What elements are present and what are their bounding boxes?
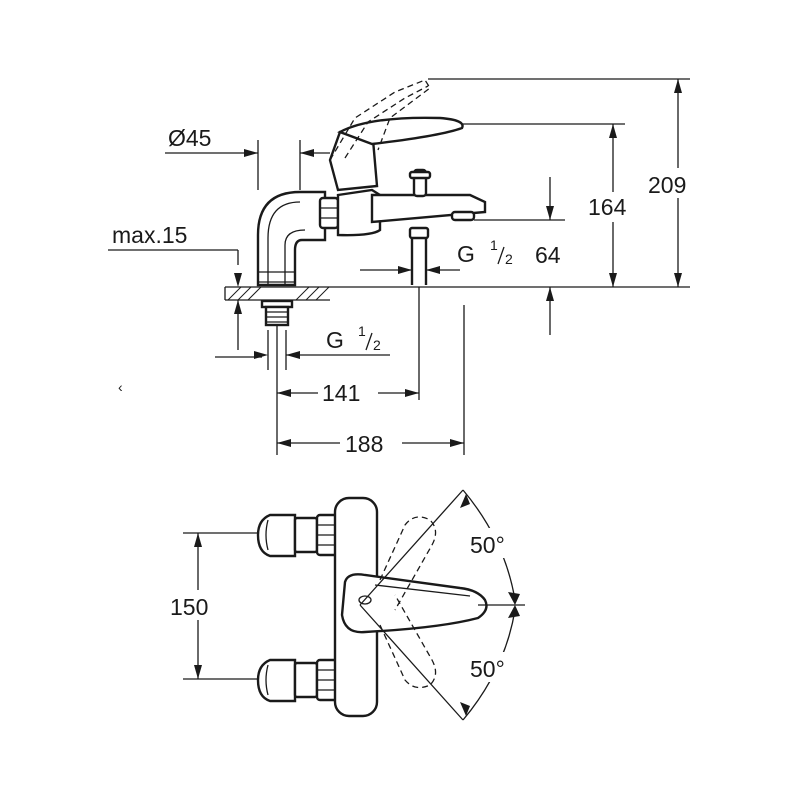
- supply-thread-den: 2: [373, 337, 381, 353]
- angle-construction: 50° 50°: [359, 489, 525, 721]
- stray-mark: ‹: [118, 379, 123, 395]
- connector-spacing-label: 150: [170, 594, 208, 620]
- outlet-pipe: [408, 226, 430, 285]
- outlet-thread-num: 1: [490, 237, 498, 253]
- lower-connector: [256, 658, 339, 703]
- outlet-thread-den: 2: [505, 251, 513, 267]
- outlet-thread-dimension: G 1 2: [360, 237, 513, 274]
- total-height-dimension: 209: [428, 78, 707, 287]
- riser-column: [256, 190, 327, 287]
- supply-thread-base: G: [326, 327, 344, 353]
- spout-height-dimension: 64: [474, 177, 565, 335]
- mixer-body: [328, 116, 487, 237]
- angle-upper-label: 50°: [470, 532, 505, 558]
- threaded-connector: [260, 299, 294, 327]
- side-view: Ø45 max.15 G 1 2: [108, 78, 707, 457]
- spout-height-label: 64: [535, 242, 561, 268]
- deck-surface: [224, 286, 690, 301]
- max-thickness-label: max.15: [112, 222, 187, 248]
- total-height-label: 209: [648, 172, 686, 198]
- supply-thread-num: 1: [358, 323, 366, 339]
- connector-spacing-dimension: 150: [170, 532, 258, 680]
- upper-connector: [256, 513, 339, 558]
- top-view: 50° 50° 150: [170, 489, 525, 721]
- angle-lower-label: 50°: [470, 656, 505, 682]
- outlet-distance-label: 141: [322, 380, 360, 406]
- diameter-label: Ø45: [168, 125, 211, 151]
- lever-raised-position: [329, 79, 431, 161]
- lever-height-label: 164: [588, 194, 627, 220]
- max-thickness-dimension: max.15: [108, 222, 262, 358]
- lever-height-dimension: 1 64: [462, 123, 640, 287]
- mixer-body-top: [333, 496, 488, 718]
- supply-thread-dimension: G 1 2: [254, 323, 390, 370]
- total-length-label: 188: [345, 431, 383, 457]
- connection-nut: [318, 196, 340, 230]
- outlet-thread-base: G: [457, 241, 475, 267]
- total-length-dimension: 188: [277, 305, 465, 457]
- diameter-dimension: Ø45: [165, 125, 330, 190]
- outlet-distance-dimension: 141: [276, 287, 420, 455]
